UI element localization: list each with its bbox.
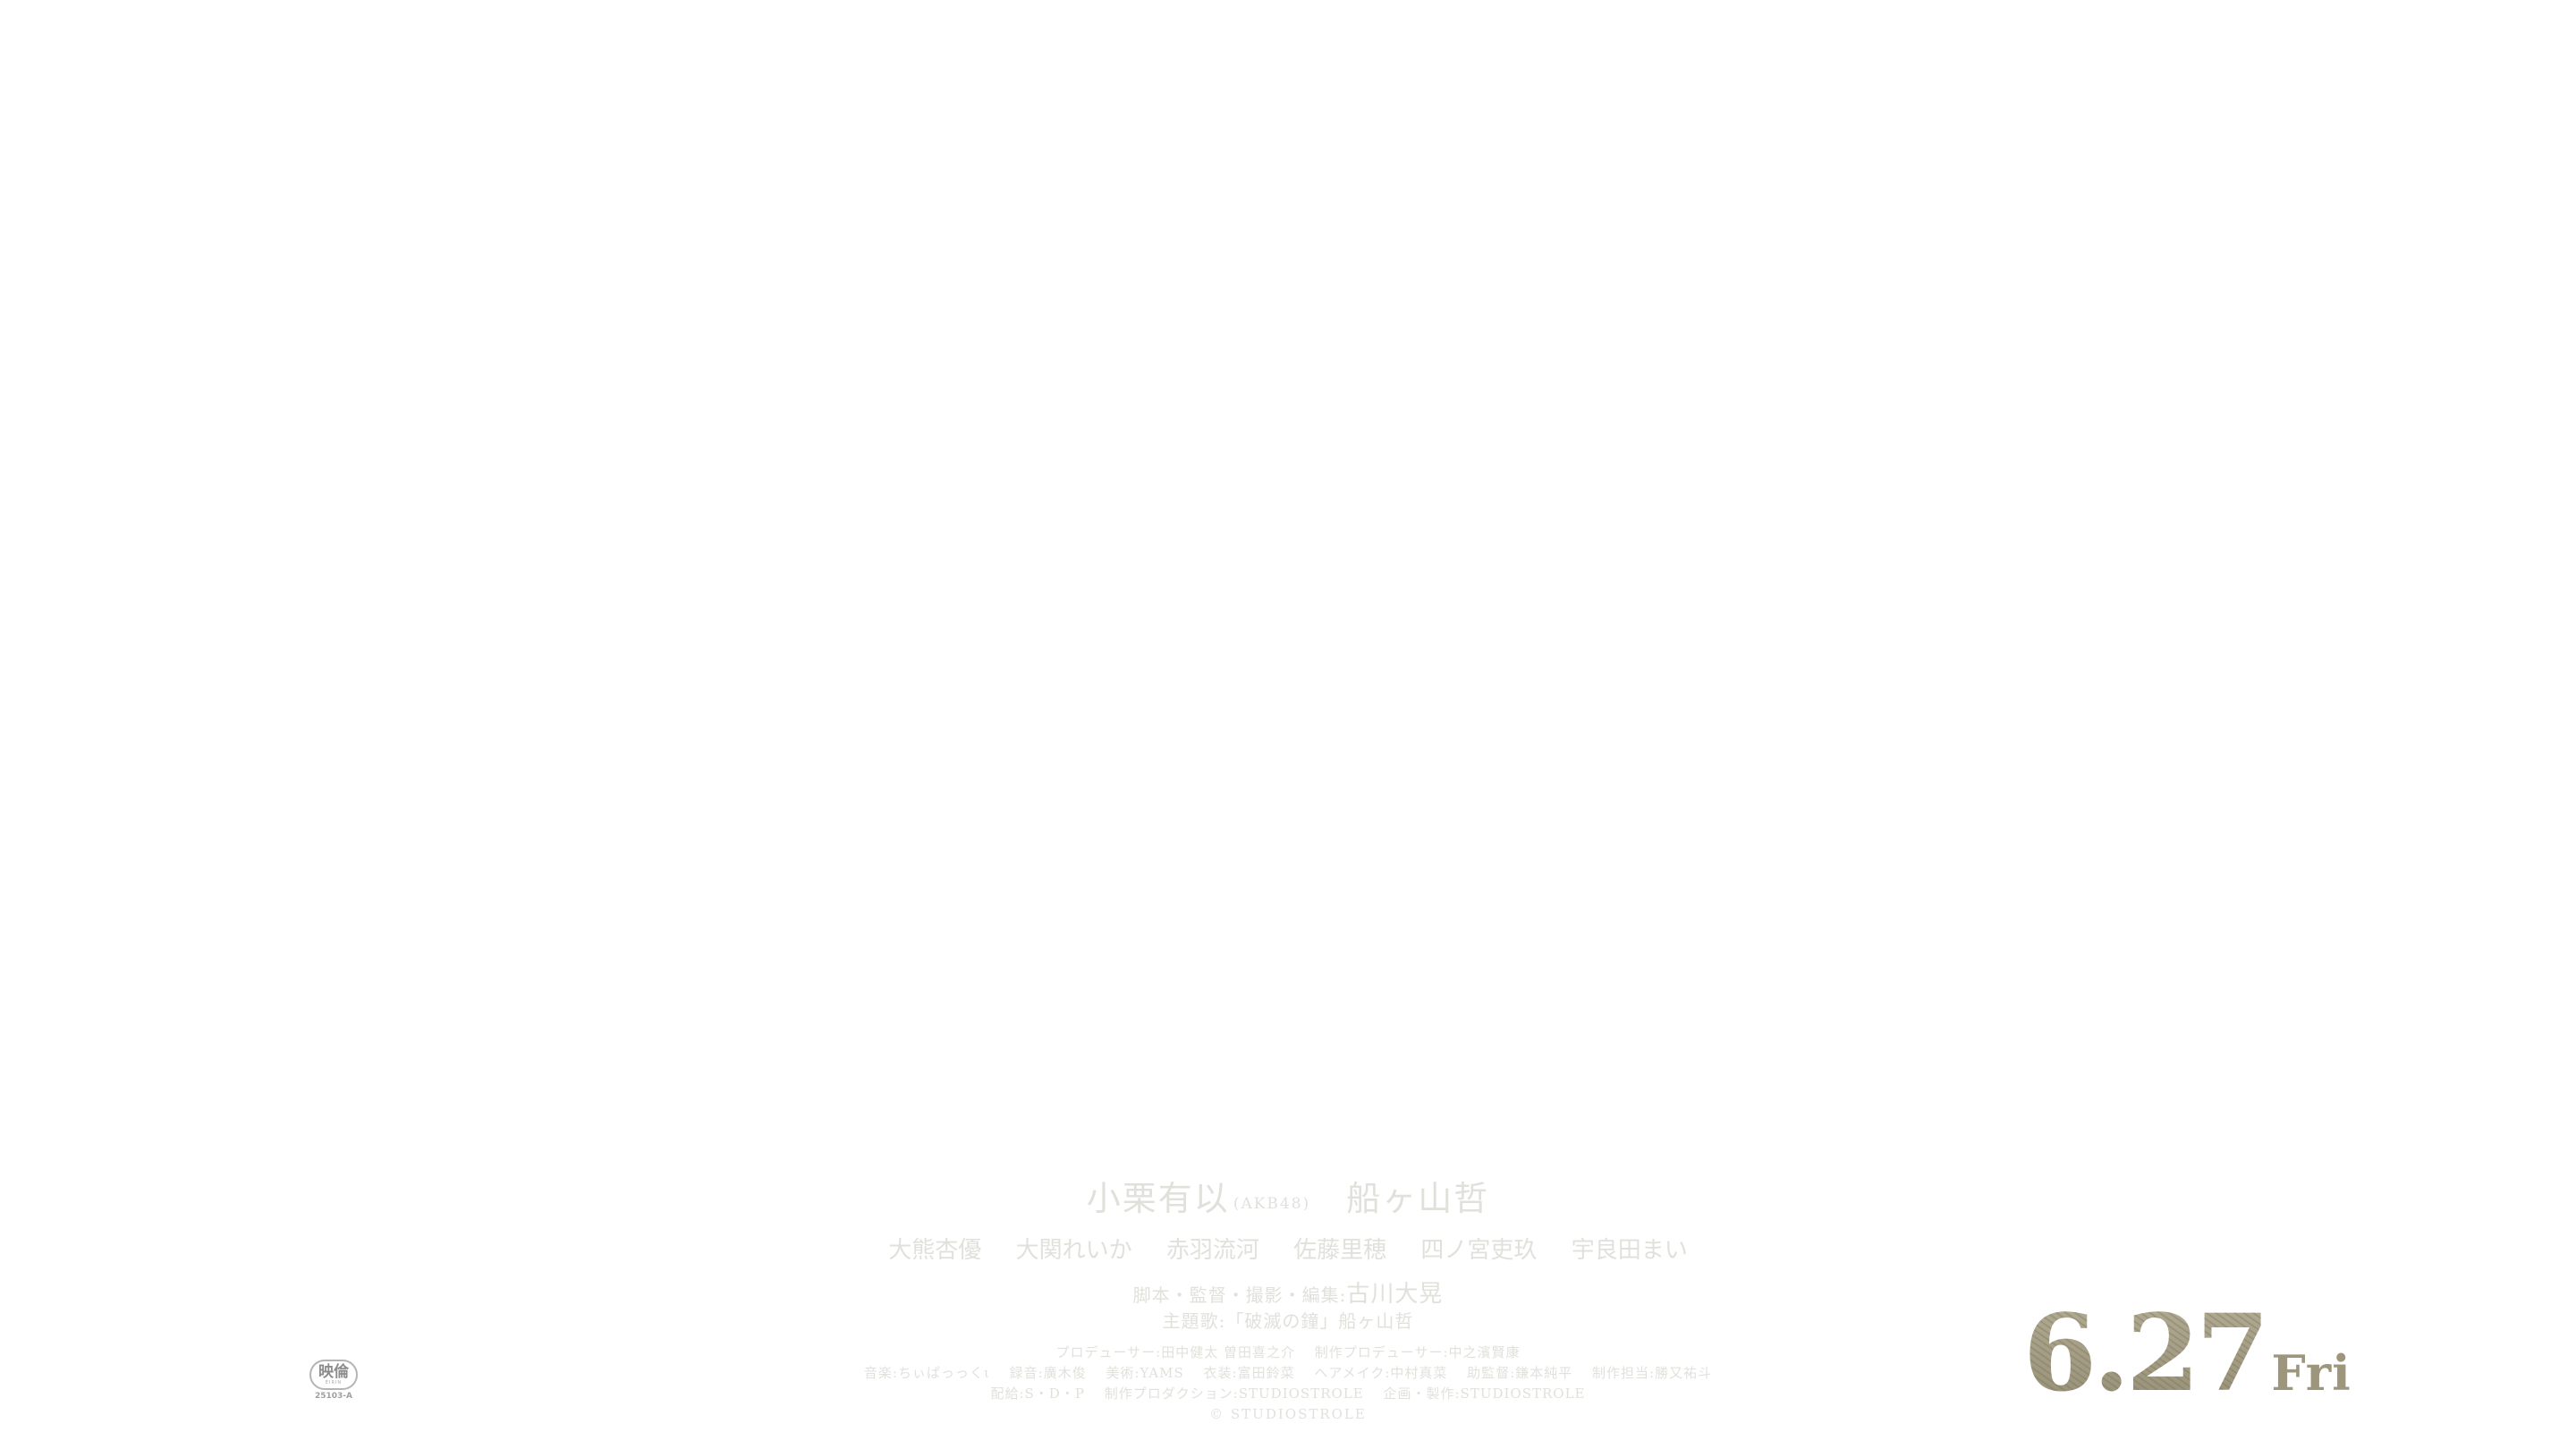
release-day-of-week: Fri [2271, 1344, 2351, 1402]
eirin-logo: 映倫 EIRIN [309, 1360, 358, 1390]
staff-line-2: 音楽:ちぃぱっっくι 録音:廣木俊 美術:YAMS 衣装:富田鈴菜 ヘアメイク:… [0, 1363, 2576, 1384]
lead-1-affiliation: (AKB48) [1233, 1195, 1311, 1213]
cast-member: 佐藤里穂 [1293, 1237, 1387, 1264]
theme-song-credit: 主題歌:「破滅の鐘」船ヶ山哲 [1162, 1310, 1414, 1332]
staff-credit: 音楽:ちぃぱっっくι [863, 1365, 990, 1381]
lead-2-name: 船ヶ山哲 [1346, 1179, 1490, 1218]
staff-credit: 制作担当:勝又祐斗 [1592, 1365, 1713, 1381]
staff-credit: プロデューサー:田中健太 曽田喜之介 [1055, 1344, 1295, 1360]
director-role: 脚本・監督・撮影・編集: [1132, 1284, 1347, 1306]
copyright-notice: © STUDIOSTROLE [1209, 1406, 1367, 1422]
release-date-number: 6.27 [2023, 1291, 2267, 1415]
supporting-cast-line: 大熊杏優 大関れいか 赤羽流河 佐藤里穂 四ノ宮吏玖 宇良田まい [0, 1231, 2576, 1270]
staff-credit: 助監督:鎌本純平 [1467, 1365, 1573, 1381]
staff-credit: ヘアメイク:中村真菜 [1314, 1365, 1448, 1381]
staff-credit: 美術:YAMS [1106, 1365, 1184, 1381]
staff-credit: 制作プロダクション:STUDIOSTROLE [1104, 1385, 1364, 1402]
director-credit: 脚本・監督・撮影・編集:古川大晃 [0, 1281, 2576, 1309]
cast-member: 大関れいか [1015, 1237, 1132, 1264]
staff-line-3: 配給:S・D・P 制作プロダクション:STUDIOSTROLE 企画・製作:ST… [0, 1384, 2576, 1404]
credit-block: 小栗有以(AKB48) 船ヶ山哲 大熊杏優 大関れいか 赤羽流河 佐藤里穂 四ノ宮… [0, 1172, 2576, 1425]
cast-member: 大熊杏優 [888, 1237, 982, 1264]
staff-line-1: プロデューサー:田中健太 曽田喜之介 制作プロデューサー:中之濱賢康 [0, 1343, 2576, 1363]
lead-cast-line: 小栗有以(AKB48) 船ヶ山哲 [0, 1172, 2576, 1231]
staff-credit: 録音:廣木俊 [1009, 1365, 1087, 1381]
staff-credit: 制作プロデューサー:中之濱賢康 [1314, 1344, 1521, 1360]
director-name: 古川大晃 [1346, 1281, 1444, 1308]
eirin-mark-text: 映倫 [318, 1363, 349, 1381]
staff-credit: 企画・製作:STUDIOSTROLE [1383, 1385, 1586, 1402]
staff-credit: 配給:S・D・P [990, 1385, 1085, 1402]
cast-member: 宇良田まい [1571, 1237, 1688, 1264]
eirin-number: 25103-A [314, 1392, 352, 1401]
staff-credit: 衣装:富田鈴菜 [1203, 1365, 1295, 1381]
eirin-mark-roman: EIRIN [325, 1380, 343, 1385]
cast-member: 四ノ宮吏玖 [1420, 1237, 1538, 1264]
cast-member: 赤羽流河 [1165, 1237, 1259, 1264]
eirin-rating: 映倫 EIRIN 25103-A [307, 1360, 360, 1402]
lead-1-name: 小栗有以 [1086, 1179, 1230, 1218]
